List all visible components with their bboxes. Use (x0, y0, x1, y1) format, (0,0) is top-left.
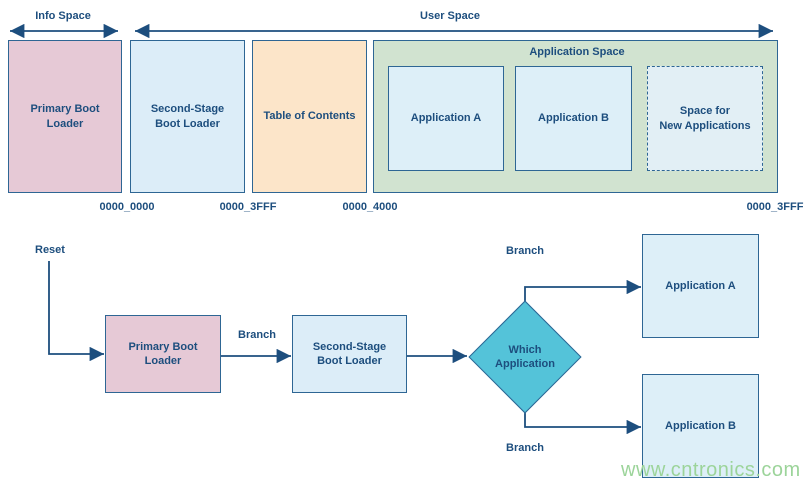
address-label-0000-4000: 0000_4000 (342, 201, 398, 213)
flow-application-b: Application B (642, 374, 759, 478)
address-label-0000-3fff-left: 0000_3FFF (219, 201, 277, 213)
space-for-new-applications-line2: New Applications (659, 119, 751, 132)
flow-application-a: Application A (642, 234, 759, 338)
branch-label-bottom: Branch (506, 442, 544, 454)
application-a-block: Application A (388, 66, 504, 171)
branch-b-arrow (524, 412, 641, 435)
branch-a-arrow (524, 279, 641, 302)
user-space-label: User Space (420, 10, 480, 22)
application-b-block-label: Application B (538, 112, 609, 125)
address-label-0000-0000: 0000_0000 (99, 201, 155, 213)
flow-primary-boot-loader: Primary Boot Loader (105, 315, 221, 393)
space-for-new-applications-block: Space for New Applications (647, 66, 763, 171)
branch-label-1: Branch (238, 329, 276, 341)
reset-arrow (48, 261, 104, 362)
application-space-block: Application Space Application A Applicat… (373, 40, 778, 193)
primary-boot-loader-block-label: Primary Boot Loader (30, 103, 100, 130)
primary-boot-loader-block: Primary Boot Loader (8, 40, 122, 193)
flow-application-a-label: Application A (665, 279, 736, 292)
space-for-new-applications-line1: Space for (679, 105, 731, 118)
which-application-decision-label: Which Application (465, 317, 585, 397)
which-application-decision-text: Which Application (495, 343, 555, 370)
table-of-contents-block: Table of Contents (252, 40, 367, 193)
application-space-label: Application Space (529, 46, 625, 58)
table-of-contents-block-label: Table of Contents (263, 110, 356, 123)
flow-second-stage-boot-loader-label: Second-Stage Boot Loader (312, 340, 387, 367)
branch-label-top: Branch (506, 245, 544, 257)
info-space-label: Info Space (35, 10, 91, 22)
application-b-block: Application B (515, 66, 632, 171)
address-label-0000-3fff-right: 0000_3FFF (746, 201, 804, 213)
watermark-text: www.cntronics.com (621, 459, 801, 481)
flow-application-b-label: Application B (665, 419, 736, 432)
reset-label: Reset (35, 244, 65, 256)
flow-primary-boot-loader-label: Primary Boot Loader (128, 340, 198, 367)
application-a-block-label: Application A (410, 112, 482, 125)
flow-second-stage-boot-loader: Second-Stage Boot Loader (292, 315, 407, 393)
second-stage-boot-loader-block-label: Second-Stage Boot Loader (150, 103, 225, 130)
second-stage-boot-loader-block: Second-Stage Boot Loader (130, 40, 245, 193)
